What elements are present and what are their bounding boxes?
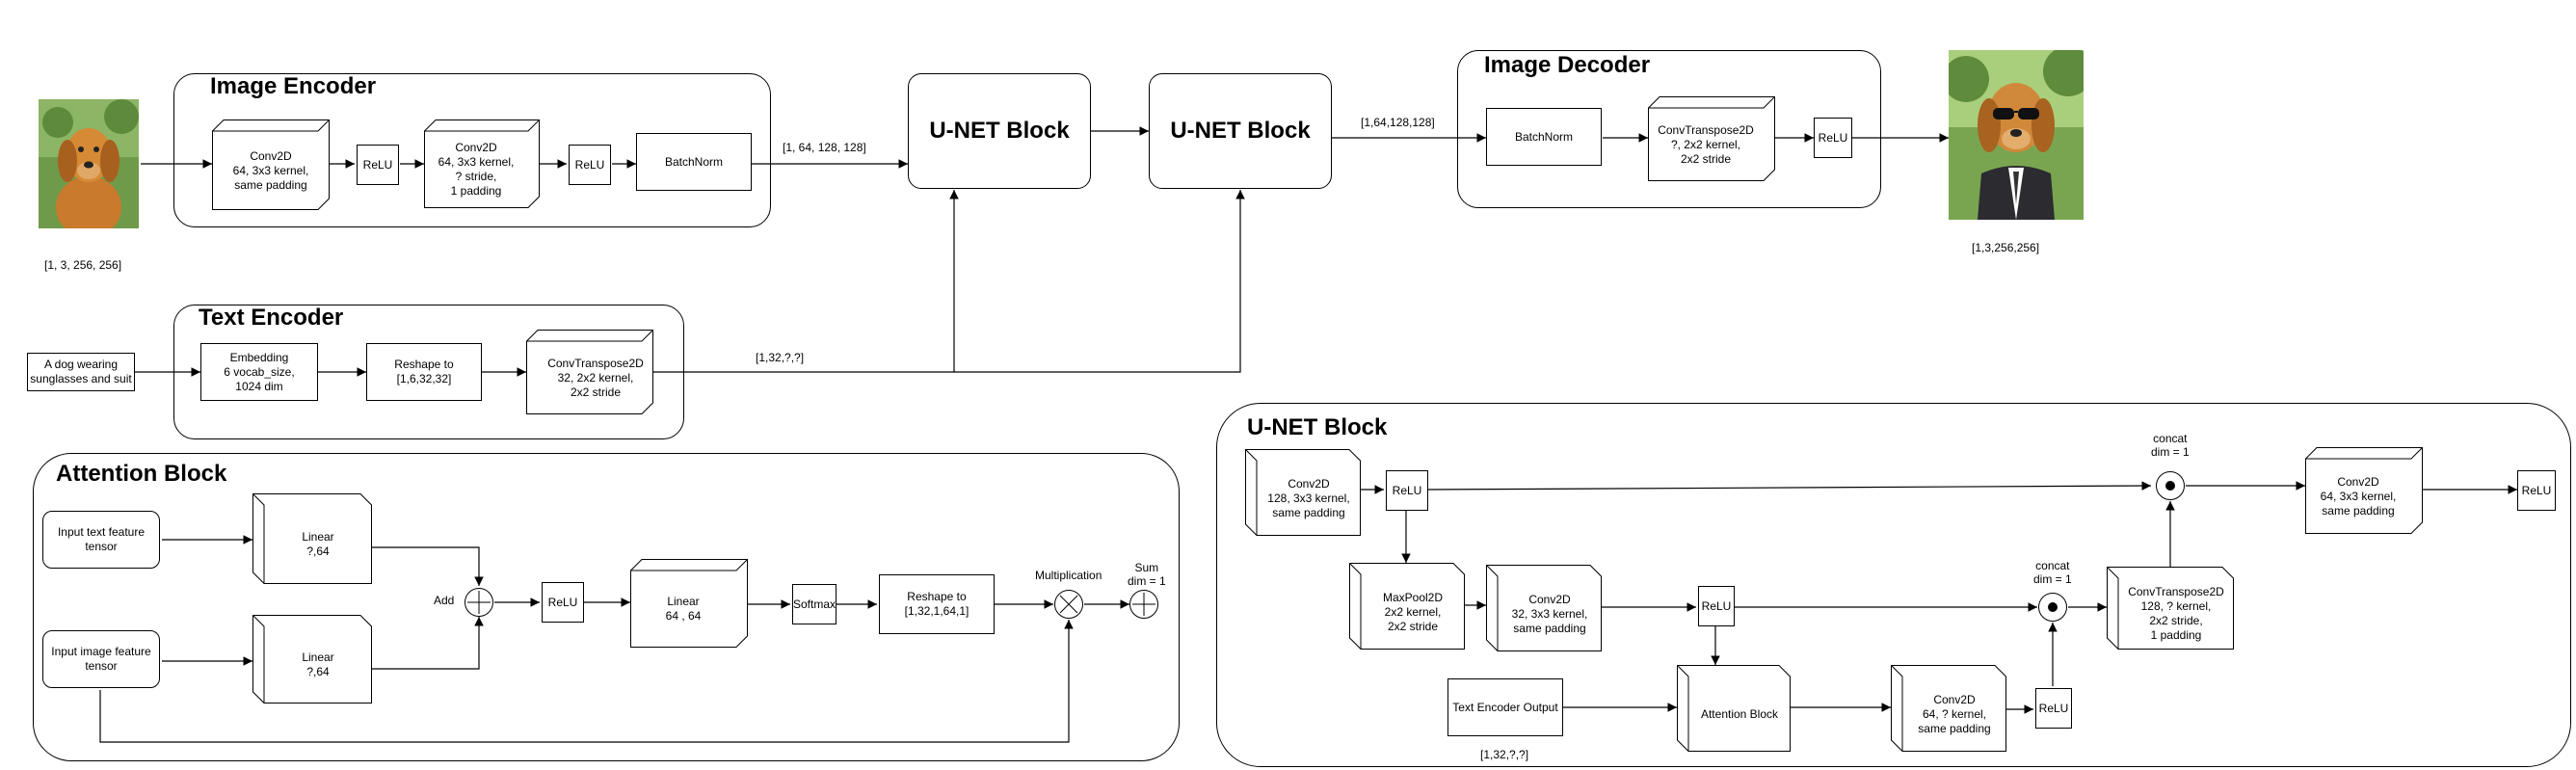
att-linear1-block: Linear ?,64 [252,493,372,584]
u-conv4-block: Conv2D 64, 3x3 kernel, same padding [2305,447,2423,534]
u-attention-block: Attention Block [1677,665,1791,752]
att-linear1-label: Linear ?,64 [302,530,334,558]
input-image-shape: [1, 3, 256, 256] [44,258,122,272]
enc-batchnorm: BatchNorm [636,133,752,191]
arrow-img-skip-mult [99,620,1074,743]
text-embedding: Embedding 6 vocab_size, 1024 dim [200,343,318,401]
add-circle-icon [465,588,493,617]
enc-conv1-label: Conv2D 64, 3x3 kernel, same padding [232,148,309,192]
arrow-u-relu1-concat2 [1426,481,2152,491]
arrow-linear1-add [372,546,484,586]
text-encoder-title: Text Encoder [199,305,344,331]
dec-batchnorm: BatchNorm [1486,108,1602,166]
enc-out-shape: [1, 64, 128, 128] [783,141,866,154]
u-text-shape: [1,32,?,?] [1480,748,1529,761]
image-encoder-title: Image Encoder [210,73,377,99]
enc-conv2-block: Conv2D 64, 3x3 kernel, ? stride, 1 paddi… [424,119,540,208]
att-linear2-label: Linear ?,64 [302,651,334,678]
image-encoder-group [173,73,771,227]
u-conv4-label: Conv2D 64, 3x3 kernel, same padding [2320,474,2397,518]
input-dog-image [39,99,139,228]
att-linear3-block: Linear 64 , 64 [630,559,748,648]
text-encoder-group [173,305,684,439]
att-input-image: Input image feature tensor [42,630,160,688]
text-out-shape: [1,32,?,?] [756,351,805,364]
att-linear3-label: Linear 64 , 64 [665,595,702,623]
image-decoder-group [1457,50,1881,208]
att-add-label: Add [434,594,455,607]
output-image-shape: [1,3,256,256] [1972,241,2040,254]
u-conv2-label: Conv2D 32, 3x3 kernel, same padding [1511,592,1588,635]
u-text-encoder-output: Text Encoder Output [1447,678,1563,736]
unet-detail-title: U-NET Block [1247,414,1388,440]
text-convT-label: ConvTranspose2D 32, 2x2 kernel, 2x2 stri… [547,356,644,399]
u-convT-label: ConvTranspose2D 128, ? kernel, 2x2 strid… [2128,585,2224,642]
output-dog-image [1949,50,2084,220]
u-maxpool-block: MaxPool2D 2x2 kernel, 2x2 stride [1349,563,1465,650]
dec-convT-label: ConvTranspose2D ?, 2x2 kernel, 2x2 strid… [1658,122,1754,166]
enc-conv2-label: Conv2D 64, 3x3 kernel, ? stride, 1 paddi… [438,141,515,198]
att-linear2-block: Linear ?,64 [252,615,372,704]
enc-relu1: ReLU [357,145,399,185]
concat1-dot-icon [2038,593,2067,622]
image-decoder-title: Image Decoder [1484,52,1651,78]
u-conv3-block: Conv2D 64, ? kernel, same padding [1891,665,2006,752]
dec-relu: ReLU [1814,118,1852,158]
arrow-linear2-add [372,617,484,670]
text-input: A dog wearing sunglasses and suit [27,353,135,391]
enc-relu2: ReLU [569,145,611,185]
unet-between-shape: [1,64,128,128] [1361,116,1435,129]
dec-convT-block: ConvTranspose2D ?, 2x2 kernel, 2x2 strid… [1648,96,1775,181]
u-conv2-block: Conv2D 32, 3x3 kernel, same padding [1486,565,1602,651]
u-relu1: ReLU [1386,470,1428,511]
text-convT-block: ConvTranspose2D 32, 2x2 kernel, 2x2 stri… [526,330,653,414]
u-relu2: ReLU [1698,586,1735,626]
attention-block-title: Attention Block [56,461,227,487]
text-reshape: Reshape to [1,6,32,32] [366,343,482,401]
concat2-dot-icon [2156,471,2185,500]
att-sum-label: Sum dim = 1 [1128,561,1166,589]
unet-block-1: U-NET Block [908,73,1091,189]
arrow-text-to-unet2 [954,190,1245,373]
unet-block-2: U-NET Block [1149,73,1332,189]
unet-detail-group [1216,403,2571,767]
u-conv3-label: Conv2D 64, ? kernel, same padding [1918,692,1991,735]
att-relu: ReLU [542,582,584,623]
att-input-text: Input text feature tensor [42,511,160,569]
att-reshape: Reshape to [1,32,1,64,1] [879,574,995,634]
multiply-circle-icon [1054,590,1083,619]
u-conv1-label: Conv2D 128, 3x3 kernel, same padding [1267,476,1350,519]
att-mult-label: Multiplication [1035,569,1102,582]
enc-conv1-block: Conv2D 64, 3x3 kernel, same padding [212,119,330,210]
att-softmax: Softmax [792,584,837,624]
u-convT-block: ConvTranspose2D 128, ? kernel, 2x2 strid… [2107,567,2234,650]
attention-block-group [33,453,1180,761]
u-relu3: ReLU [2035,688,2072,729]
u-maxpool-label: MaxPool2D 2x2 kernel, 2x2 stride [1382,590,1444,633]
sum-circle-icon [1129,590,1158,619]
u-conv1-block: Conv2D 128, 3x3 kernel, same padding [1245,449,1361,536]
u-concat1-label: concat dim = 1 [2033,559,2072,587]
u-concat2-label: concat dim = 1 [2151,432,2190,460]
u-attention-label: Attention Block [1700,706,1779,721]
u-relu4: ReLU [2517,470,2556,511]
